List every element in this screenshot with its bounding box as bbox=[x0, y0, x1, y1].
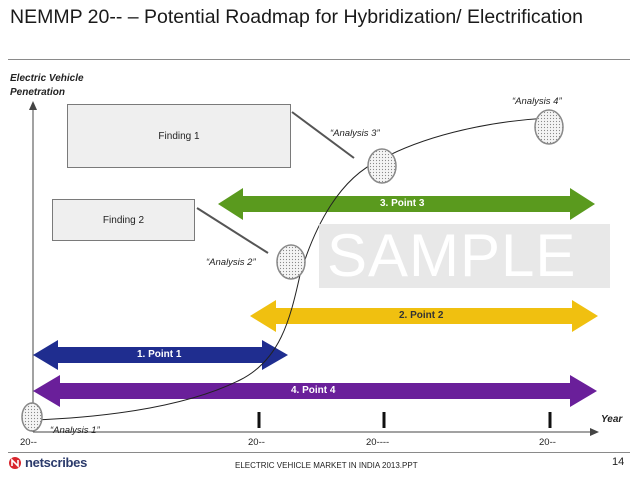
analysis-1-label: “Analysis 1” bbox=[50, 425, 100, 436]
analysis-2-marker bbox=[276, 244, 306, 280]
x-axis-label: Year bbox=[601, 414, 623, 425]
slide-title: NEMMP 20-- – Potential Roadmap for Hybri… bbox=[10, 6, 583, 28]
analysis-2-label: “Analysis 2” bbox=[206, 257, 256, 268]
netscribes-logo-icon bbox=[9, 456, 21, 469]
year-label: 20-- bbox=[539, 437, 556, 448]
point-3-arrow bbox=[218, 188, 595, 220]
point-1-label: 1. Point 1 bbox=[137, 349, 182, 360]
analysis-3-label: “Analysis 3” bbox=[330, 128, 380, 139]
y-axis-label: Electric Vehicle Penetration bbox=[10, 72, 84, 100]
y-axis-label-line2: Penetration bbox=[10, 87, 66, 98]
page-number: 14 bbox=[612, 456, 625, 468]
x-axis-arrowhead bbox=[590, 428, 599, 436]
footer-divider bbox=[8, 452, 630, 453]
analysis-4-label: “Analysis 4” bbox=[512, 96, 562, 107]
y-axis-arrowhead bbox=[29, 101, 37, 110]
netscribes-logo: netscribes bbox=[8, 455, 87, 470]
analysis-3-marker bbox=[367, 148, 397, 184]
sample-watermark: SAMPLE bbox=[319, 224, 610, 288]
point-1-arrow bbox=[33, 340, 288, 370]
footer-text: ELECTRIC VEHICLE MARKET IN INDIA 2013.PP… bbox=[235, 461, 418, 470]
y-axis-label-line1: Electric Vehicle bbox=[10, 73, 84, 84]
finding-2-box: Finding 2 bbox=[52, 199, 195, 241]
analysis-4-marker bbox=[534, 109, 564, 145]
finding-1-box: Finding 1 bbox=[67, 104, 291, 168]
year-label: 20-- bbox=[248, 437, 265, 448]
finding-1-label: Finding 1 bbox=[158, 130, 200, 142]
point-4-arrow bbox=[33, 375, 597, 407]
point-2-arrow bbox=[250, 300, 598, 332]
year-label: 20-- bbox=[20, 437, 37, 448]
point-2-label: 2. Point 2 bbox=[399, 310, 444, 321]
analysis-1-marker bbox=[21, 402, 43, 432]
finding-2-label: Finding 2 bbox=[102, 214, 145, 226]
finding-2-connector bbox=[196, 207, 269, 254]
finding-1-connector bbox=[291, 111, 355, 159]
netscribes-logo-text: netscribes bbox=[25, 455, 88, 470]
point-3-label: 3. Point 3 bbox=[380, 198, 425, 209]
title-divider bbox=[8, 59, 630, 60]
point-4-label: 4. Point 4 bbox=[291, 385, 336, 396]
year-label: 20---- bbox=[366, 437, 390, 448]
